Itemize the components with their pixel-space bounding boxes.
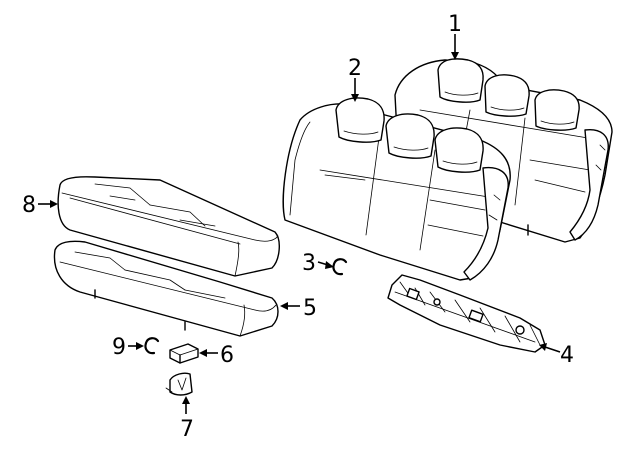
arrow-9: [136, 342, 144, 350]
callout-numbers: 1 2 3 4 5 6 7 8 9: [22, 12, 574, 442]
callout-1: 1: [448, 12, 462, 37]
latch-bracket: [387, 274, 546, 353]
hook-bracket: [165, 372, 193, 396]
callout-3: 3: [302, 251, 316, 276]
callout-4: 4: [560, 343, 574, 368]
pad-block: [169, 343, 199, 364]
arrow-5: [280, 302, 288, 310]
arrow-7: [182, 396, 190, 404]
callout-2: 2: [348, 56, 362, 81]
callout-9: 9: [112, 335, 126, 360]
arrow-3: [325, 261, 334, 269]
callout-6: 6: [220, 343, 234, 368]
seat-cushion-cover: [57, 176, 280, 277]
callout-8: 8: [22, 193, 36, 218]
callout-7: 7: [180, 417, 194, 442]
seat-back-front: [282, 97, 511, 281]
leader-lines: [38, 34, 561, 414]
arrow-2: [351, 94, 359, 102]
leader-4: [544, 346, 561, 353]
arrow-4: [539, 343, 547, 351]
callout-5: 5: [303, 296, 317, 321]
arrow-6: [199, 349, 207, 357]
clip-9: [144, 337, 160, 355]
arrow-8: [50, 200, 58, 208]
seat-cushion-frame: [53, 240, 279, 337]
clip-3: [332, 258, 348, 276]
arrow-1: [451, 52, 459, 60]
